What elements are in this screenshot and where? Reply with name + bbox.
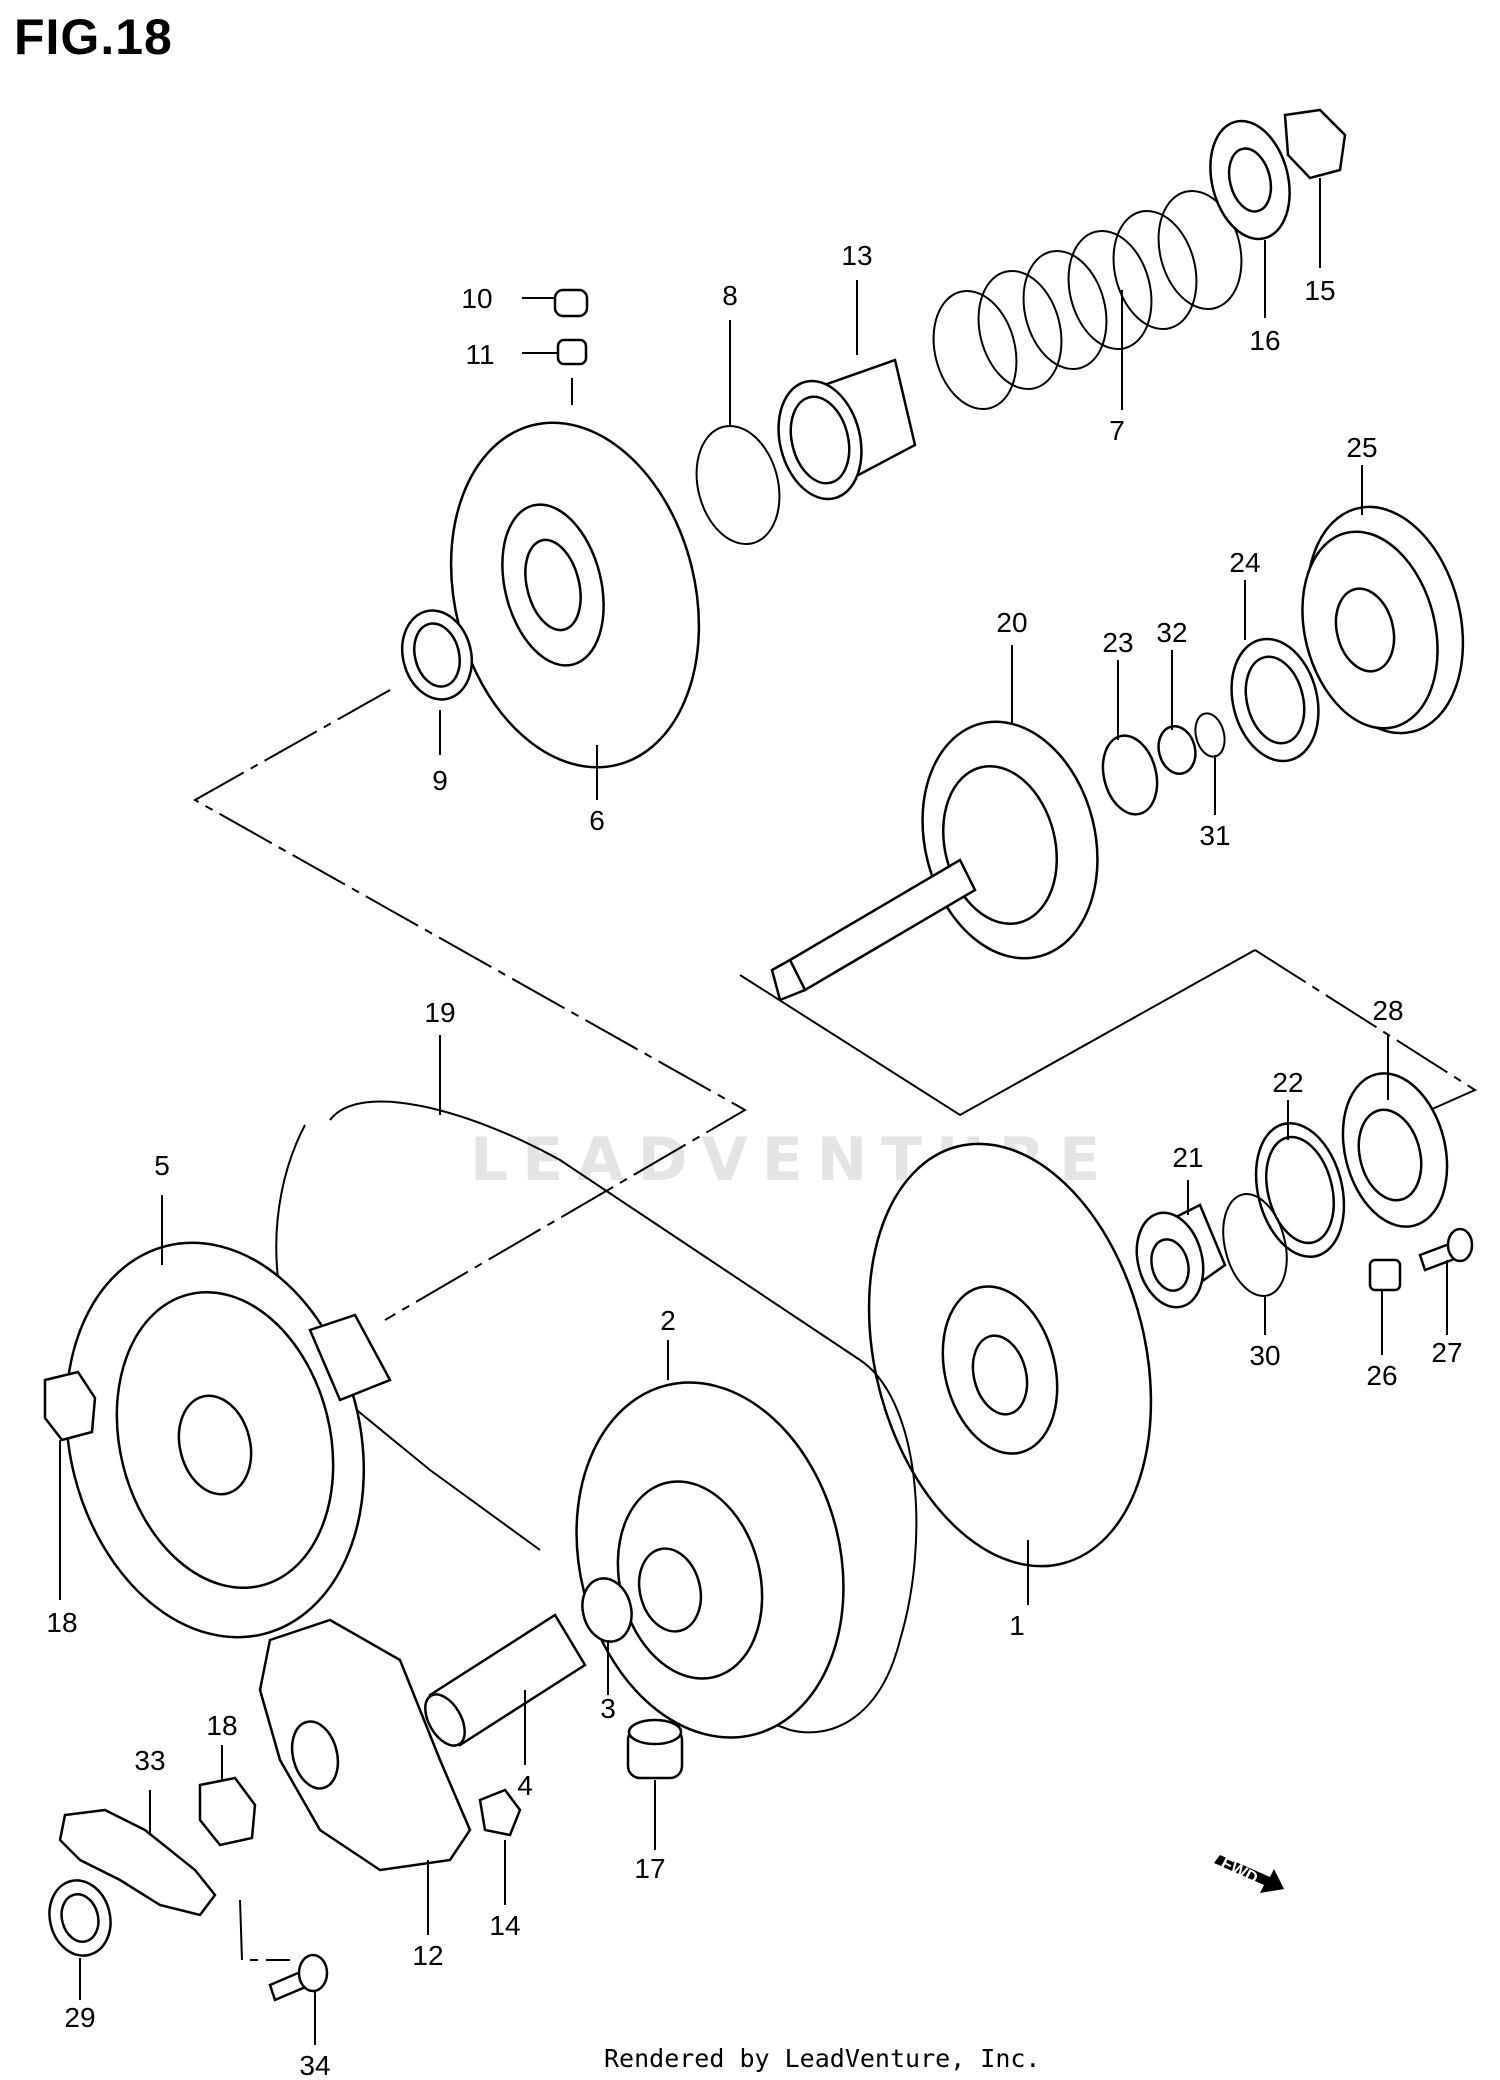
callout-18-upper: 18 [46,1607,77,1638]
part-17-needle-bearing [626,1718,684,1780]
part-22-seal-inner [1265,1135,1335,1245]
part-32-collar [1157,725,1197,775]
part-11-collar [556,338,588,366]
callout-21: 21 [1172,1142,1203,1173]
callout-13: 13 [841,240,872,271]
callout-25: 25 [1346,432,1377,463]
callout-23: 23 [1102,627,1133,658]
part-8-o-ring [695,424,781,546]
callout-32: 32 [1156,617,1187,648]
callout-2: 2 [660,1305,676,1336]
callout-27: 27 [1431,1337,1462,1368]
callout-4: 4 [517,1770,533,1801]
part-26-clip [1368,1258,1402,1292]
part-20-clutch-housing [770,720,1099,1002]
part-9-oil-seal-bore [413,622,461,688]
callout-28: 28 [1372,995,1403,1026]
leader-lines [59,178,1448,2045]
part-14-slider [478,1788,522,1837]
callout-11: 11 [465,339,494,370]
part-1-driven-face [867,1142,1153,1568]
part-33-bracket [58,1808,217,1917]
callout-7: 7 [1109,415,1125,446]
callout-15: 15 [1304,275,1335,306]
callout-9: 9 [432,765,448,796]
callout-34: 34 [299,2050,330,2080]
part-27-bolt-head [1446,1227,1474,1263]
part-15-nut [1283,108,1347,180]
callout-29: 29 [64,2002,95,2033]
callout-1: 1 [1009,1610,1025,1641]
part-25-clutch-shoe-assembly [1301,505,1465,735]
guide-lines [192,689,1478,1961]
callout-3: 3 [600,1693,616,1724]
callout-labels: 1 2 3 4 5 6 7 8 9 10 11 12 13 14 15 16 1… [46,240,1462,2080]
callout-26: 26 [1366,1360,1397,1391]
part-24-bearing-bore [1244,655,1306,745]
part-34-bolt-head [297,1953,329,1993]
footer-credit: Rendered by LeadVenture, Inc. [604,2044,1041,2073]
callout-14: 14 [489,1910,520,1941]
part-30-o-ring [1222,1193,1288,1297]
callout-31: 31 [1199,820,1230,851]
callout-20: 20 [996,607,1027,638]
callout-24: 24 [1229,547,1260,578]
callout-33: 33 [134,1745,165,1776]
part-21-spacer [1135,1203,1227,1309]
part-18-nut-upper [43,1370,97,1442]
part-19-v-belt [329,1100,918,1734]
callout-10: 10 [461,283,492,314]
part-13-sleeve [777,358,917,501]
part-5-fan-pulley [64,1241,392,1639]
callout-12: 12 [412,1940,443,1971]
part-6-drive-face [449,421,701,769]
figure-title: FIG.18 [14,9,173,65]
part-18-nut-lower [198,1776,257,1847]
callout-18-lower: 18 [206,1710,237,1741]
part-10-cap [553,288,589,318]
callout-5: 5 [154,1150,170,1181]
callout-22: 22 [1272,1067,1303,1098]
part-3-seal [581,1577,633,1643]
part-2-movable-face [575,1381,845,1739]
callout-6: 6 [589,805,605,836]
callout-8: 8 [722,280,738,311]
part-7-spring [932,189,1243,411]
part-28-bearing-bore [1357,1108,1423,1202]
part-16-washer-hole [1227,147,1273,213]
part-4-sleeve [424,1613,587,1747]
forward-arrow-icon: FWD [1212,1853,1286,1895]
part-29-seal-bore [60,1893,100,1943]
part-23-ring [1101,734,1159,816]
callout-30: 30 [1249,1340,1280,1371]
part-31-washer [1194,712,1226,758]
callout-19: 19 [424,997,455,1028]
callout-16: 16 [1249,325,1280,356]
part-12-ramp-plate [258,1618,472,1872]
callout-17: 17 [634,1853,665,1884]
